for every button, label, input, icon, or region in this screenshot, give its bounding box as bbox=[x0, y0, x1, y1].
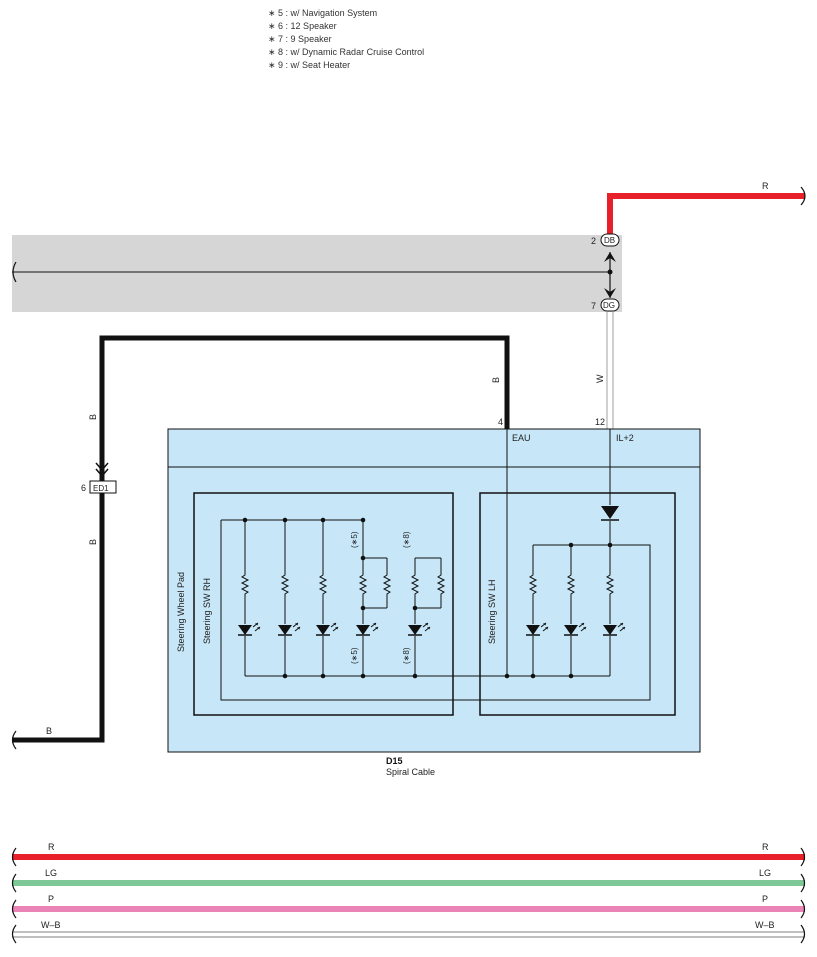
diode-icon bbox=[601, 506, 619, 519]
red-wire bbox=[607, 193, 805, 234]
option-note: (∗8) bbox=[402, 647, 411, 664]
connector-name: ED1 bbox=[93, 484, 109, 493]
bus-label: LG bbox=[45, 868, 57, 878]
option-note: (∗5) bbox=[350, 531, 359, 548]
wire-break-icon bbox=[800, 873, 806, 893]
lh-label: Steering SW LH bbox=[487, 579, 497, 644]
chevron-down-icon bbox=[95, 462, 109, 472]
arrow-down-icon bbox=[604, 288, 616, 298]
note-line: ∗ 7 : 9 Speaker bbox=[268, 34, 332, 44]
pin-number: 12 bbox=[595, 417, 605, 427]
junction-band bbox=[12, 235, 622, 312]
wire-break-icon bbox=[11, 873, 17, 893]
wire-break-icon bbox=[800, 847, 806, 867]
wire-color-label: B bbox=[88, 414, 98, 420]
pin-number: 4 bbox=[498, 417, 503, 427]
note-line: ∗ 5 : w/ Navigation System bbox=[268, 8, 377, 18]
junction-dots bbox=[242, 517, 613, 679]
wire-break-icon bbox=[800, 899, 806, 919]
black-wire bbox=[12, 335, 510, 743]
component-d15 bbox=[167, 428, 701, 753]
terminal-label: EAU bbox=[512, 433, 531, 443]
connector-pin: 7 bbox=[591, 301, 596, 311]
wire-break-icon bbox=[800, 186, 806, 206]
terminal-label: IL+2 bbox=[616, 433, 634, 443]
bus-label: R bbox=[762, 842, 769, 852]
wire-break-icon bbox=[11, 899, 17, 919]
note-line: ∗ 6 : 12 Speaker bbox=[268, 21, 337, 31]
pad-label: Steering Wheel Pad bbox=[176, 572, 186, 652]
component-id: D15 bbox=[386, 756, 403, 766]
wire-color-label: B bbox=[46, 726, 52, 736]
connector-ed1 bbox=[89, 480, 117, 494]
connector-db bbox=[600, 233, 620, 247]
note-line: ∗ 9 : w/ Seat Heater bbox=[268, 60, 350, 70]
component-name: Spiral Cable bbox=[386, 767, 435, 777]
bus-label: P bbox=[762, 894, 768, 904]
wire-break-icon bbox=[800, 924, 806, 944]
arrow-up-icon bbox=[604, 252, 616, 262]
connector-dg bbox=[600, 298, 620, 312]
bus-label: R bbox=[48, 842, 55, 852]
bus-label: W–B bbox=[41, 920, 61, 930]
notes-list: ∗ 5 : w/ Navigation System ∗ 6 : 12 Spea… bbox=[268, 8, 424, 70]
wire-break-icon bbox=[11, 924, 17, 944]
option-note: (∗8) bbox=[402, 531, 411, 548]
connector-pin: 2 bbox=[591, 236, 596, 246]
wire-break-icon bbox=[11, 730, 17, 750]
steering-sw-rh-box bbox=[193, 492, 454, 716]
wire-break-icon bbox=[12, 261, 17, 283]
wire-color-label: R bbox=[762, 181, 769, 191]
wire-color-label: W bbox=[595, 374, 605, 383]
bus-label: W–B bbox=[755, 920, 775, 930]
bus-label: LG bbox=[759, 868, 771, 878]
bus-wires: R R LG LG P P W–B W–B bbox=[11, 842, 806, 944]
wire-color-label: B bbox=[88, 539, 98, 545]
connector-name: DG bbox=[603, 301, 615, 310]
note-line: ∗ 8 : w/ Dynamic Radar Cruise Control bbox=[268, 47, 424, 57]
wire-color-label: B bbox=[491, 377, 501, 383]
steering-sw-lh-box bbox=[479, 492, 676, 716]
rh-label: Steering SW RH bbox=[202, 578, 212, 644]
connector-pin: 6 bbox=[81, 483, 86, 493]
option-note: (∗5) bbox=[350, 647, 359, 664]
connector-name: DB bbox=[604, 236, 615, 245]
bus-label: P bbox=[48, 894, 54, 904]
wire-break-icon bbox=[11, 847, 17, 867]
